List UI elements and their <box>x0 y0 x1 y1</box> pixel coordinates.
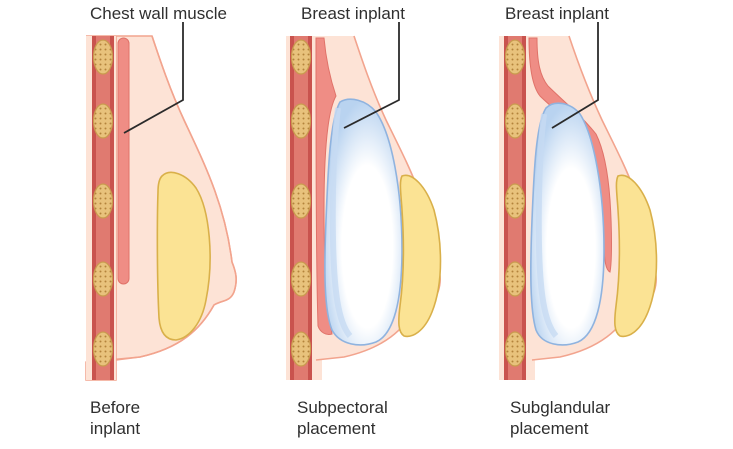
mammary-gland <box>156 171 211 341</box>
label-breast-implant-subpectoral: Breast inplant <box>301 4 405 23</box>
leader-chest-wall-muscle <box>123 22 184 134</box>
leader-breast-implant-subglandular <box>551 22 599 129</box>
panel-subpectoral <box>286 22 442 380</box>
mammary-gland <box>398 174 442 338</box>
label-chest-wall-muscle: Chest wall muscle <box>90 4 227 23</box>
panel-before <box>85 22 237 381</box>
label-breast-implant-subglandular: Breast inplant <box>505 4 609 23</box>
panel-subglandular <box>499 22 658 380</box>
breast-implant <box>324 98 403 346</box>
caption-subglandular-placement: Subglandular placement <box>510 398 611 438</box>
caption-subpectoral-placement: Subpectoral placement <box>297 398 388 438</box>
breast-implant <box>530 102 605 346</box>
leader-breast-implant-subpectoral <box>343 22 400 129</box>
caption-before-implant: Before inplant <box>90 398 141 438</box>
mammary-gland <box>614 174 658 338</box>
pectoral-muscle <box>117 37 130 285</box>
